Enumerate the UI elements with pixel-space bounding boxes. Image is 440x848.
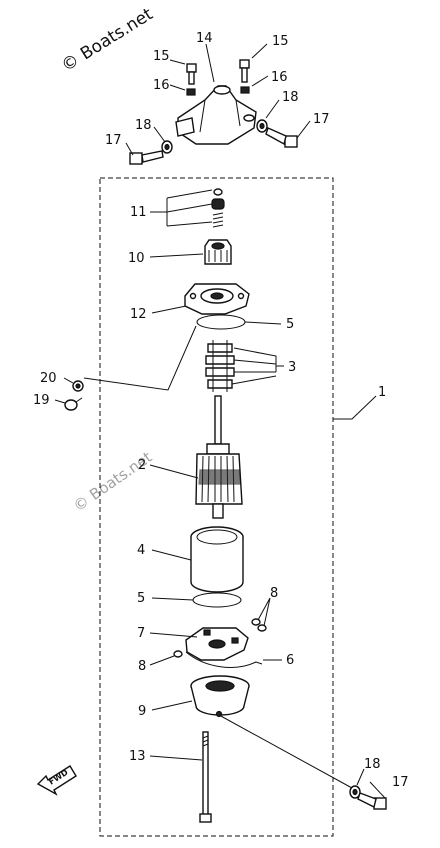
callout-18-top-left: 18 xyxy=(135,118,152,133)
fwd-arrow: FWD xyxy=(36,765,77,796)
callout-labels: 14 15 15 16 16 18 17 18 17 11 10 12 5 3 … xyxy=(33,31,409,790)
part-20-nut xyxy=(72,380,84,392)
callout-9: 9 xyxy=(138,704,146,719)
callout-10: 10 xyxy=(128,251,145,266)
part-15-bolts xyxy=(186,59,250,85)
part-11 xyxy=(211,188,225,228)
part-5-lower-oring xyxy=(192,592,242,608)
part-4-yoke xyxy=(190,526,244,593)
part-10-pinion xyxy=(204,239,232,265)
callout-1: 1 xyxy=(378,385,386,400)
callout-11: 11 xyxy=(130,205,147,220)
part-12-upper-housing xyxy=(184,283,250,315)
leader-lines xyxy=(54,43,386,799)
callout-13: 13 xyxy=(129,749,146,764)
callout-18-top-right: 18 xyxy=(282,90,299,105)
callout-3: 3 xyxy=(288,360,296,375)
callout-15-left: 15 xyxy=(153,49,170,64)
part-18-washers xyxy=(161,119,361,799)
part-16-washers xyxy=(186,86,250,96)
callout-12: 12 xyxy=(130,307,147,322)
part-19-screw xyxy=(64,397,83,411)
part-6-lead-wire xyxy=(185,651,263,668)
part-14-bracket xyxy=(175,85,257,145)
part-13-through-bolt xyxy=(199,731,212,823)
callout-14: 14 xyxy=(196,31,213,46)
callout-15-right: 15 xyxy=(272,34,289,49)
callout-16-left: 16 xyxy=(153,78,170,93)
callout-8-right: 8 xyxy=(270,586,278,601)
callout-17-top-left: 17 xyxy=(105,133,122,148)
part-7-brush-holder xyxy=(185,627,249,661)
callout-6: 6 xyxy=(286,653,294,668)
callout-17-bottom: 17 xyxy=(392,775,409,790)
callout-20: 20 xyxy=(40,371,57,386)
callout-17-top-right: 17 xyxy=(313,112,330,127)
callout-5-upper: 5 xyxy=(286,317,294,332)
assembly-boundary xyxy=(99,177,334,837)
callout-7: 7 xyxy=(137,626,145,641)
callout-16-right: 16 xyxy=(271,70,288,85)
part-9-lower-cover xyxy=(190,675,250,718)
callout-19: 19 xyxy=(33,393,50,408)
callout-4: 4 xyxy=(137,543,145,558)
part-2-armature xyxy=(195,395,243,519)
part-5-upper-oring xyxy=(196,314,246,330)
callout-18-bottom: 18 xyxy=(364,757,381,772)
part-8-parts xyxy=(173,618,267,658)
watermark-top: © Boats.net xyxy=(58,4,157,76)
callout-8-left: 8 xyxy=(138,659,146,674)
part-17-bolts xyxy=(129,127,387,810)
part-3-brushes xyxy=(205,340,235,392)
callout-2: 2 xyxy=(138,458,146,473)
callout-5-lower: 5 xyxy=(137,591,145,606)
